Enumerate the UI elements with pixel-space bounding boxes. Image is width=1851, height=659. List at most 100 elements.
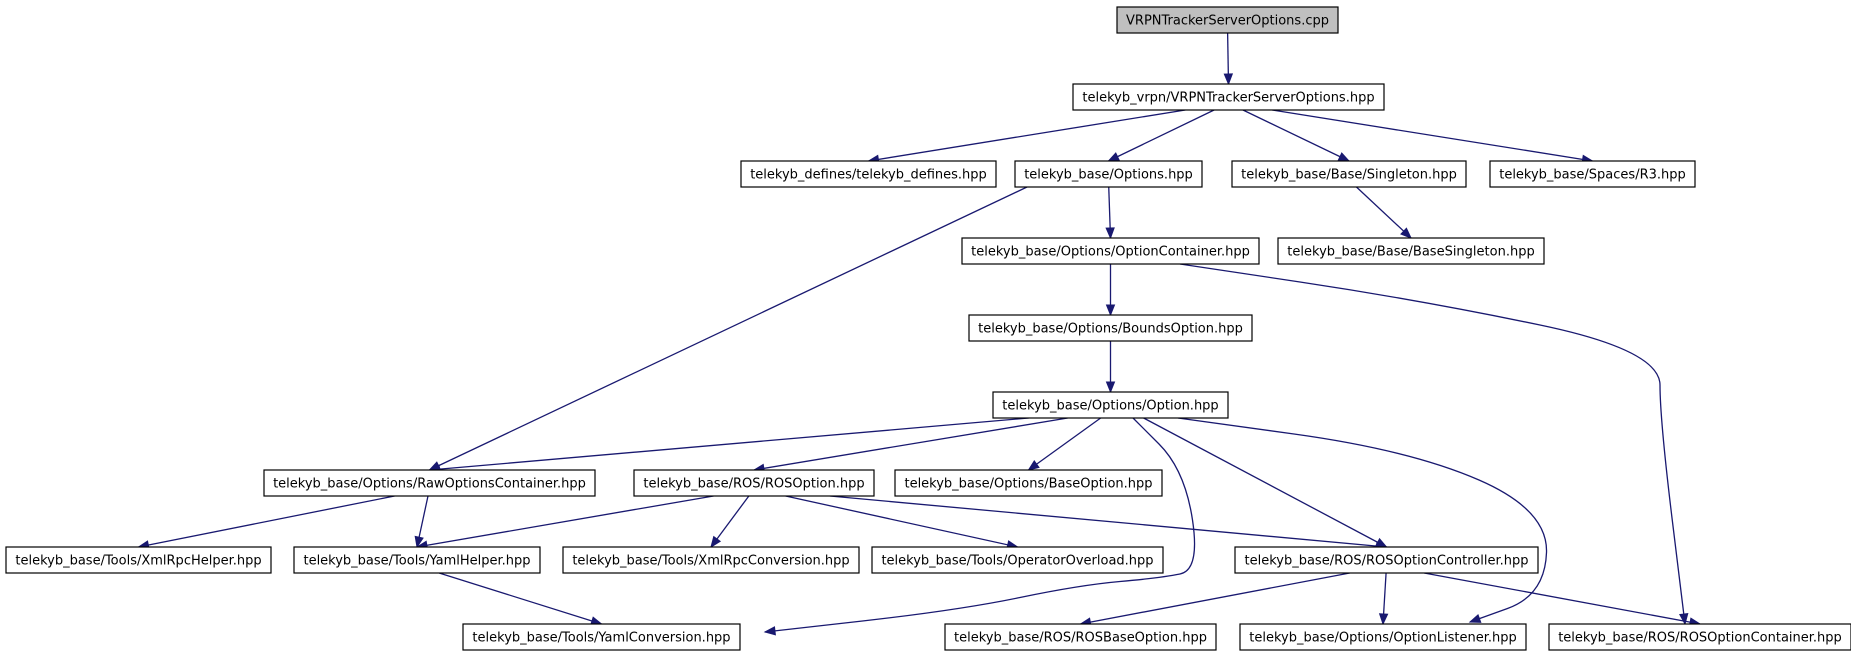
edge-line — [429, 186, 1028, 471]
edge-yamlhelper-to-yamlconv — [438, 572, 603, 626]
node-box — [894, 469, 1163, 497]
node-label: telekyb_base/Options/OptionContainer.hpp — [971, 245, 1250, 260]
node-box — [1277, 237, 1545, 265]
node-box — [961, 237, 1260, 265]
node-box — [1548, 623, 1851, 651]
node-xmlrpcconv[interactable]: telekyb_base/Tools/XmlRpcConversion.hpp — [562, 546, 860, 574]
node-box — [1116, 6, 1339, 34]
edge-line — [1355, 186, 1412, 239]
node-options_hpp[interactable]: telekyb_base/Options.hpp — [1014, 160, 1203, 188]
node-yamlhelper[interactable]: telekyb_base/Tools/YamlHelper.hpp — [293, 546, 541, 574]
node-opoverload[interactable]: telekyb_base/Tools/OperatorOverload.hpp — [871, 546, 1164, 574]
node-defines[interactable]: telekyb_defines/telekyb_defines.hpp — [740, 160, 997, 188]
node-option[interactable]: telekyb_base/Options/Option.hpp — [992, 391, 1229, 419]
edge-options_hpp-to-rawoptcontainer — [428, 186, 1028, 471]
node-label: telekyb_base/Tools/OperatorOverload.hpp — [881, 554, 1153, 569]
edge-options_hpp-to-optcontainer — [1105, 186, 1115, 240]
edge-rosoptctrl-to-optlistener — [1378, 572, 1389, 626]
node-root[interactable]: VRPNTrackerServerOptions.cpp — [1116, 6, 1339, 34]
arrow-head — [1400, 227, 1412, 239]
node-label: telekyb_base/Tools/XmlRpcConversion.hpp — [572, 554, 849, 569]
edge-line — [1028, 417, 1102, 471]
node-label: telekyb_vrpn/VRPNTrackerServerOptions.hp… — [1082, 91, 1374, 106]
node-boundsoption[interactable]: telekyb_base/Options/BoundsOption.hpp — [968, 314, 1253, 342]
edge-line — [1424, 572, 1701, 625]
edge-vrpn_hpp-to-defines — [867, 109, 1186, 165]
edge-option-to-rawoptcontainer — [428, 417, 1029, 474]
edge-rosoption-to-opoverload — [785, 495, 1019, 550]
node-label: telekyb_base/Base/Singleton.hpp — [1241, 168, 1457, 183]
edge-line — [429, 417, 1029, 471]
node-r3[interactable]: telekyb_base/Spaces/R3.hpp — [1489, 160, 1696, 188]
node-box — [1234, 546, 1539, 574]
node-box — [1014, 160, 1203, 188]
node-label: telekyb_base/ROS/ROSOptionContainer.hpp — [1558, 631, 1842, 646]
edge-singleton-to-basesingleton — [1355, 186, 1412, 239]
node-label: telekyb_base/Options/BoundsOption.hpp — [978, 322, 1243, 337]
arrow-head — [1105, 227, 1115, 240]
edge-line — [1080, 572, 1350, 625]
edge-line — [710, 495, 750, 548]
node-label: telekyb_defines/telekyb_defines.hpp — [750, 168, 987, 183]
node-baseoption[interactable]: telekyb_base/Options/BaseOption.hpp — [894, 469, 1163, 497]
node-box — [1231, 160, 1467, 188]
node-optlistener[interactable]: telekyb_base/Options/OptionListener.hpp — [1239, 623, 1527, 651]
edge-vrpn_hpp-to-options_hpp — [1107, 109, 1215, 162]
edge-rawoptcontainer-to-yamlhelper — [414, 495, 429, 549]
edge-line — [753, 417, 1068, 471]
edge-rosoptctrl-to-rosoptcontainer — [1424, 572, 1702, 627]
node-singleton[interactable]: telekyb_base/Base/Singleton.hpp — [1231, 160, 1467, 188]
edge-option-to-rosoption — [752, 417, 1068, 473]
edge-option-to-baseoption — [1027, 417, 1102, 471]
edge-rosoption-to-yamlhelper — [415, 495, 714, 550]
edge-option-to-yamlconv — [763, 417, 1196, 636]
node-yamlconv[interactable]: telekyb_base/Tools/YamlConversion.hpp — [462, 623, 741, 651]
node-label: telekyb_base/ROS/ROSOptionController.hpp — [1244, 554, 1528, 569]
node-box — [293, 546, 541, 574]
node-box — [944, 623, 1217, 651]
node-label: telekyb_base/Tools/YamlConversion.hpp — [472, 631, 730, 646]
arrow-head — [1223, 73, 1234, 86]
arrow-head — [1107, 152, 1121, 162]
node-basesingleton[interactable]: telekyb_base/Base/BaseSingleton.hpp — [1277, 237, 1545, 265]
arrow-head — [1468, 613, 1482, 623]
edge-optcontainer-to-boundsoption — [1105, 264, 1116, 317]
edge-line — [1143, 417, 1387, 548]
node-rosoption[interactable]: telekyb_base/ROS/ROSOption.hpp — [633, 469, 875, 497]
edge-line — [416, 495, 714, 548]
node-box — [968, 314, 1253, 342]
node-box — [1489, 160, 1696, 188]
node-rawoptcontainer[interactable]: telekyb_base/Options/RawOptionsContainer… — [263, 469, 596, 497]
node-label: telekyb_base/Options/BaseOption.hpp — [904, 477, 1152, 492]
edge-line — [764, 417, 1196, 633]
edge-rosoption-to-xmlrpcconv — [710, 495, 750, 549]
edge-line — [138, 495, 395, 548]
node-label: telekyb_base/Options/OptionListener.hpp — [1249, 631, 1517, 646]
node-box — [992, 391, 1229, 419]
node-rosoptctrl[interactable]: telekyb_base/ROS/ROSOptionController.hpp — [1234, 546, 1539, 574]
node-box — [1072, 83, 1385, 111]
node-rosoptcontainer[interactable]: telekyb_base/ROS/ROSOptionContainer.hpp — [1548, 623, 1851, 651]
node-label: telekyb_base/Spaces/R3.hpp — [1499, 168, 1686, 183]
node-rosbaseoption[interactable]: telekyb_base/ROS/ROSBaseOption.hpp — [944, 623, 1217, 651]
edge-line — [1177, 417, 1548, 623]
node-box — [263, 469, 596, 497]
arrow-head — [1105, 304, 1116, 317]
edge-line — [1242, 109, 1350, 162]
edge-line — [1179, 263, 1686, 625]
node-label: telekyb_base/Base/BaseSingleton.hpp — [1287, 245, 1534, 260]
node-optcontainer[interactable]: telekyb_base/Options/OptionContainer.hpp — [961, 237, 1260, 265]
edge-line — [829, 495, 1387, 548]
edge-vrpn_hpp-to-r3 — [1272, 109, 1594, 165]
node-label: telekyb_base/Options/Option.hpp — [1002, 399, 1218, 414]
node-box — [740, 160, 997, 188]
arrow-head — [1027, 460, 1040, 471]
edge-line — [1108, 109, 1215, 162]
node-vrpn_hpp[interactable]: telekyb_vrpn/VRPNTrackerServerOptions.hp… — [1072, 83, 1385, 111]
node-xmlrpchelper[interactable]: telekyb_base/Tools/XmlRpcHelper.hpp — [5, 546, 272, 574]
arrow-head — [414, 535, 424, 549]
node-box — [5, 546, 272, 574]
edge-line — [438, 572, 602, 625]
arrow-head — [763, 626, 776, 636]
